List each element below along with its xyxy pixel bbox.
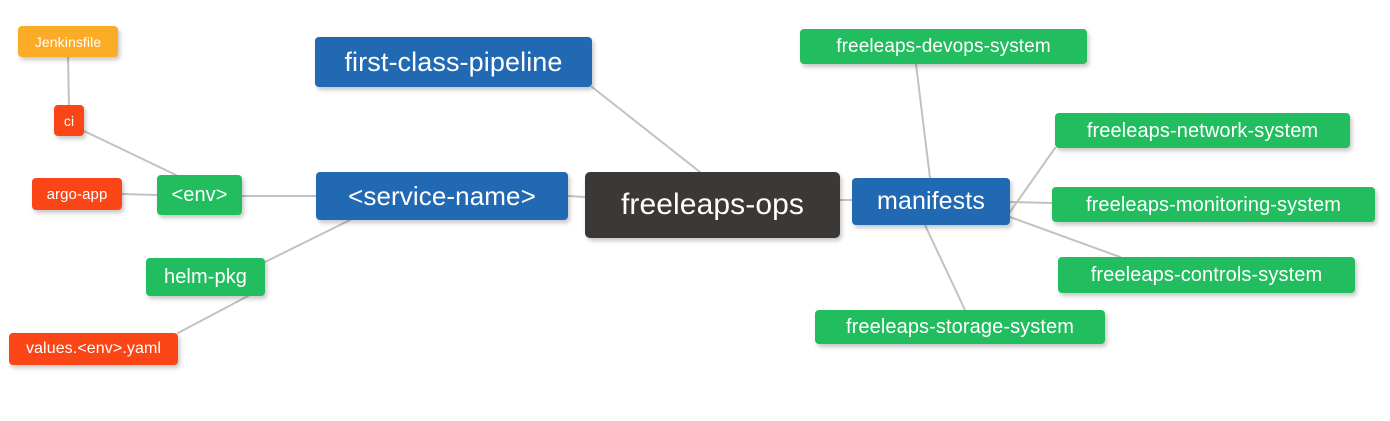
node-label: <env>	[171, 184, 228, 206]
edge-manifests-to-freeleaps-controls-system	[1009, 216, 1121, 258]
node-label: freeleaps-storage-system	[845, 316, 1075, 338]
node-argo-app[interactable]: argo-app	[32, 178, 122, 210]
node-label: freeleaps-controls-system	[1090, 264, 1323, 286]
node-ci[interactable]: ci	[54, 105, 84, 136]
node-label: helm-pkg	[163, 266, 248, 288]
node-label: freeleaps-devops-system	[836, 36, 1051, 57]
node-label: <service-name>	[348, 181, 536, 211]
edge-helm-pkg-to-service-name	[264, 219, 351, 263]
node-freeleaps-devops-system[interactable]: freeleaps-devops-system	[800, 29, 1087, 64]
node-freeleaps-ops[interactable]: freeleaps-ops	[585, 172, 840, 238]
edge-jenkinsfile-to-ci	[67, 56, 70, 106]
node-freeleaps-network-system[interactable]: freeleaps-network-system	[1055, 113, 1350, 148]
node-freeleaps-monitoring-system[interactable]: freeleaps-monitoring-system	[1052, 187, 1375, 222]
node-freeleaps-storage-system[interactable]: freeleaps-storage-system	[815, 310, 1105, 344]
node-label: ci	[63, 112, 75, 129]
node-label: Jenkinsfile	[34, 33, 102, 50]
node-label: freeleaps-monitoring-system	[1085, 193, 1341, 216]
edge-first-class-pipeline-to-freeleaps-ops	[591, 86, 701, 173]
node-label: argo-app	[46, 185, 108, 203]
edge-manifests-to-freeleaps-network-system	[1009, 147, 1056, 213]
node-service-name[interactable]: <service-name>	[316, 172, 568, 220]
edge-ci-to-env	[83, 130, 177, 176]
edge-values-yaml-to-helm-pkg	[177, 295, 249, 334]
node-jenkinsfile[interactable]: Jenkinsfile	[18, 26, 118, 57]
edge-service-name-to-freeleaps-ops	[567, 195, 586, 198]
node-env[interactable]: <env>	[157, 175, 242, 215]
node-first-class-pipeline[interactable]: first-class-pipeline	[315, 37, 592, 87]
node-label: freeleaps-ops	[620, 188, 805, 221]
node-manifests[interactable]: manifests	[852, 178, 1010, 225]
node-label: freeleaps-network-system	[1086, 119, 1319, 142]
edge-manifests-to-freeleaps-monitoring-system	[1009, 201, 1053, 204]
node-label: manifests	[877, 187, 985, 215]
node-values-yaml[interactable]: values.<env>.yaml	[9, 333, 178, 365]
node-label: values.<env>.yaml	[25, 340, 162, 357]
node-label: first-class-pipeline	[344, 46, 563, 77]
edge-manifests-to-freeleaps-devops-system	[915, 63, 931, 179]
edge-argo-app-to-env	[121, 193, 158, 196]
edge-manifests-to-freeleaps-storage-system	[924, 224, 966, 311]
node-helm-pkg[interactable]: helm-pkg	[146, 258, 265, 296]
node-freeleaps-controls-system[interactable]: freeleaps-controls-system	[1058, 257, 1355, 293]
